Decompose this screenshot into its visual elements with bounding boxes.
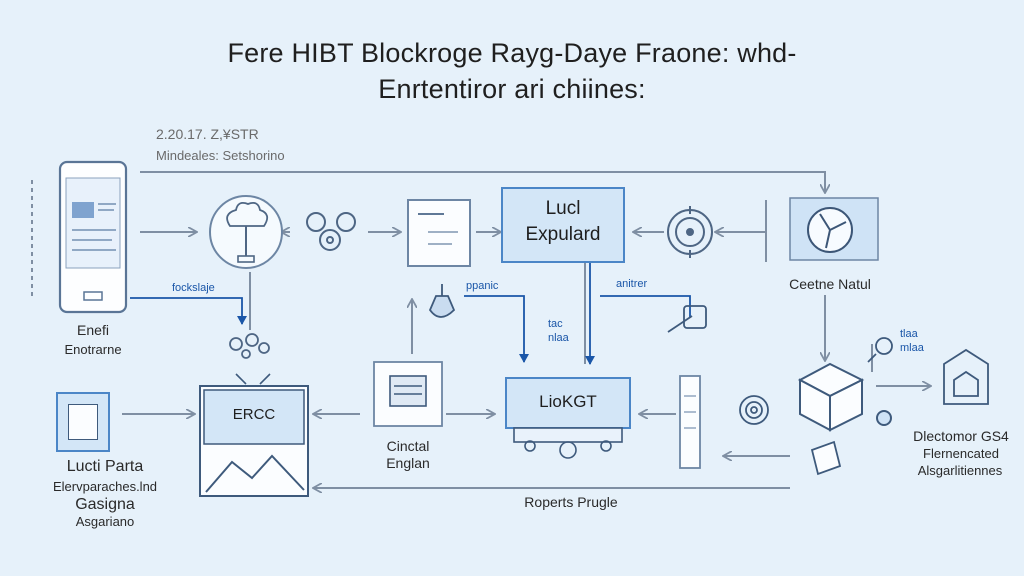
gears-icon — [306, 212, 356, 251]
shield-icon — [810, 440, 842, 476]
left-device-icon — [58, 160, 128, 314]
document-icon — [407, 199, 471, 267]
flask-icon — [428, 284, 456, 318]
tree-icon — [209, 195, 283, 269]
lucl-label-1: Lucl — [545, 198, 581, 219]
left-doc-label-1: Lucti Parta — [66, 458, 144, 475]
annotation-anitrer: anitrer — [616, 278, 648, 290]
liokgt-module — [505, 377, 631, 459]
top-right-label: Ceetne Natul — [789, 276, 871, 292]
far-right-label-3: Alsgarlitiennes — [917, 463, 1003, 478]
device-label-1: Enefi — [77, 322, 109, 338]
annotation-fockslaje: fockslaje — [172, 282, 215, 294]
scroll-icon — [679, 375, 701, 469]
ercc-card — [199, 373, 309, 497]
lucl-expulard-box — [501, 187, 625, 263]
cinctal-label-1: Cinctal — [386, 438, 430, 454]
annotation-ppanic: ppanic — [466, 280, 499, 292]
left-doc-label-4: Asgariano — [75, 514, 135, 529]
spiral-icon — [739, 395, 769, 425]
left-doc-label-3: Gasigna — [75, 496, 135, 513]
target-gear-icon — [667, 206, 713, 258]
package-icon — [943, 348, 989, 405]
far-right-label-2: Flernencated — [923, 446, 999, 461]
lucl-label-2: Expulard — [525, 224, 601, 245]
cube-server-icon — [797, 362, 892, 432]
far-right-label-1: Dlectomor GS4 — [913, 428, 1009, 444]
connector-lines — [31, 171, 930, 488]
diagram-title-line1: Fere HIBT Blockroge Rayg-Daye Fraone: wh… — [227, 38, 797, 68]
blue-connectors — [130, 262, 691, 365]
tool-icon — [667, 305, 707, 333]
roperts-label: Roperts Prugle — [524, 494, 618, 510]
annotation-nlaa: nlaa — [548, 332, 569, 344]
diagram-title-line2: Enrtentiror ari chiines: — [378, 74, 646, 104]
cluster-icon — [229, 333, 270, 359]
meta-date: 2.20.17. Z,¥STR — [156, 126, 259, 142]
annotation-tac: tac — [548, 318, 563, 330]
annotation-tlaa: tlaa — [900, 328, 918, 340]
cinctal-label-2: Englan — [386, 455, 430, 471]
mic-icon — [867, 337, 893, 363]
meta-subtitle: Mindeales: Setshorino — [156, 148, 285, 163]
annotation-mlaa: mlaa — [900, 342, 924, 354]
device-label-2: Enotrarne — [64, 342, 122, 357]
machine-icon — [373, 361, 443, 427]
left-doc-label-2: Elervparaches.lnd — [52, 479, 158, 494]
left-document-icon — [56, 392, 110, 452]
liokgt-label: LioKGT — [539, 392, 597, 411]
ercc-label: ERCC — [232, 406, 276, 423]
fan-panel-icon — [789, 197, 879, 261]
